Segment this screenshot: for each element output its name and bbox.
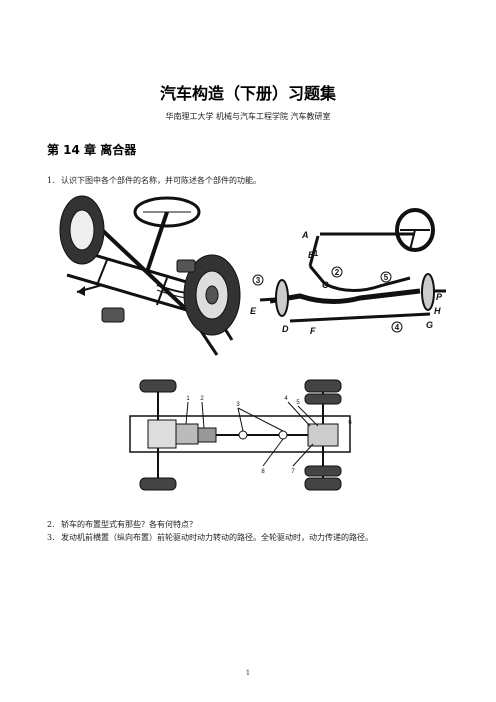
steering-label-B: B xyxy=(308,250,315,260)
steering-label-2: 2 xyxy=(335,268,340,277)
drivetrain-diagram: 1 2 3 4 5 6 7 8 xyxy=(129,379,352,491)
steering-label-D: D xyxy=(282,324,289,334)
drivetrain-label-1: 1 xyxy=(186,396,190,402)
document-subtitle: 华南理工大学 机械与汽车工程学院 汽车教研室 xyxy=(165,112,331,121)
steering-label-G: G xyxy=(426,320,433,330)
drivetrain-label-2: 2 xyxy=(200,396,204,402)
question-2-number: 2. xyxy=(47,520,55,529)
steering-label-H: H xyxy=(434,306,441,316)
steering-label-C: C xyxy=(322,280,329,290)
drivetrain-label-5: 5 xyxy=(296,400,300,406)
drivetrain-label-8: 8 xyxy=(261,469,265,475)
question-1-text: 认识下图中各个部件的名称，并可陈述各个部件的功能。 xyxy=(61,176,261,185)
steering-label-3: 3 xyxy=(256,276,261,285)
drivetrain-label-3: 3 xyxy=(236,402,240,408)
steering-label-P: P xyxy=(436,292,443,302)
question-1-number: 1. xyxy=(47,176,55,185)
question-2-text: 轿车的布置型式有那些？各有何特点？ xyxy=(61,520,197,529)
steering-label-E: E xyxy=(250,306,257,316)
drivetrain-label-4: 4 xyxy=(284,396,288,402)
steering-label-5: 5 xyxy=(384,273,389,282)
steering-label-4: 4 xyxy=(395,323,400,332)
page-number: 1 xyxy=(245,669,251,677)
question-3-number: 3. xyxy=(47,533,55,542)
question-2: 2. 轿车的布置型式有那些？各有何特点？ xyxy=(47,519,197,530)
chapter-heading: 第 14 章 离合器 xyxy=(47,143,137,157)
steering-label-A: A xyxy=(301,230,309,240)
steering-label-1: 1 xyxy=(314,249,319,258)
question-3: 3. 发动机前横置（纵向布置）前轮驱动时动力转动的路径。全轮驱动时，动力传递的路径… xyxy=(47,532,373,543)
steering-linkage-diagram: 3 2 5 4 1 A B C D E F G H P xyxy=(250,208,446,336)
chassis-illustration xyxy=(59,195,241,356)
steering-label-F: F xyxy=(310,326,316,336)
question-1: 1. 认识下图中各个部件的名称，并可陈述各个部件的功能。 xyxy=(47,175,261,186)
drivetrain-label-6: 6 xyxy=(348,420,352,426)
drivetrain-label-7: 7 xyxy=(291,469,295,475)
document-title: 汽车构造（下册）习题集 xyxy=(159,84,336,103)
question-3-text: 发动机前横置（纵向布置）前轮驱动时动力转动的路径。全轮驱动时，动力传递的路径。 xyxy=(61,533,373,542)
